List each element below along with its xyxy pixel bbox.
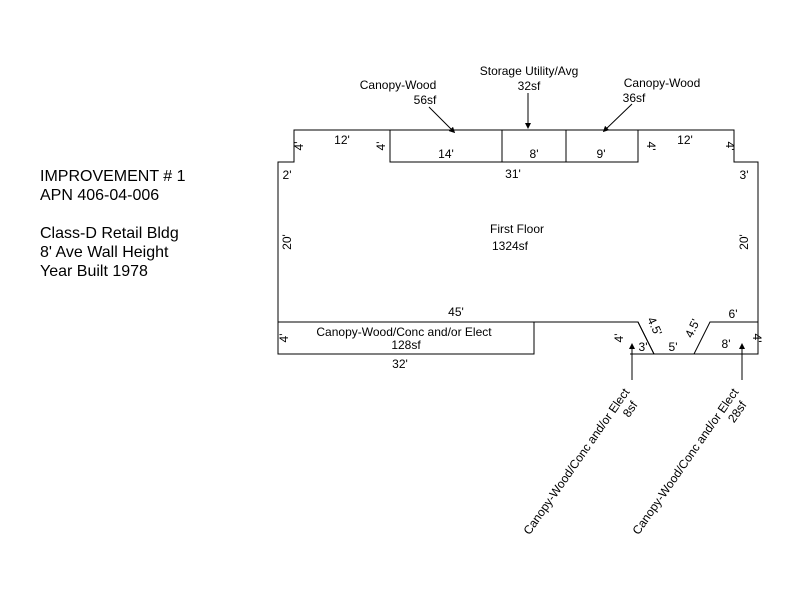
dim-span-31: 31' [505,167,521,181]
improvement-info: IMPROVEMENT # 1 APN 406-04-006 Class-D R… [40,167,186,281]
dim-top-right-4: 4' [723,142,737,151]
dim-bottom-45: 45' [448,305,464,319]
dim-segment-8: 8' [530,147,539,161]
dim-left-20: 20' [280,234,294,250]
canopy-small-2-label: Canopy-Wood/Conc and/or Elect 28sf [629,385,749,537]
canopy-left-size: 56sf [414,93,437,107]
dim-inner-left-4: 4' [374,142,388,151]
canopy-right-size: 36sf [623,91,646,105]
canopy-small-2-outline [694,321,759,355]
storage-utility-outline [501,129,567,163]
dim-segment-9: 9' [597,147,606,161]
canopy-bottom-outline [277,321,535,355]
dim-segment-14: 14' [438,147,454,161]
canopy-bottom-name: Canopy-Wood/Conc and/or Elect [316,325,492,339]
canopy-bottom-size: 128sf [391,338,421,352]
canopy-left-name: Canopy-Wood [360,78,437,92]
dim-top-left-4: 4' [292,142,306,151]
first-floor-name: First Floor [490,222,544,236]
first-floor-size: 1324sf [492,239,529,253]
dim-inner-right-4: 4' [644,142,658,151]
improvement-heading: IMPROVEMENT # 1 [40,168,186,185]
storage-size: 32sf [518,79,541,93]
building-class-label: Class-D Retail Bldg [40,225,179,242]
dim-right-20: 20' [737,234,751,250]
canopy-small-1-label: Canopy-Wood/Conc and/or Elect 8sf [520,385,640,537]
dim-top-left-12: 12' [334,133,350,147]
dim-notch-4-5-left: 4.5' [644,315,665,338]
dim-notch-right-4: 4' [750,334,764,343]
canopy-right-name: Canopy-Wood [624,76,701,90]
dim-notch-6: 6' [729,307,738,321]
dim-canopy-bottom-32: 32' [392,357,408,371]
canopy-wood-right-outline [566,129,639,163]
canopy-small-1-name: Canopy-Wood/Conc and/or Elect [520,385,632,537]
dim-canopy-left-4: 4' [277,334,291,343]
wall-height-label: 8' Ave Wall Height [40,244,169,261]
dim-right-3: 3' [740,168,749,182]
canopy-left-leader-arrow [428,106,456,134]
dim-left-2: 2' [283,168,292,182]
storage-name: Storage Utility/Avg [480,64,579,78]
dim-notch-8: 8' [722,337,731,351]
year-built-label: Year Built 1978 [40,263,148,280]
canopy-small-2-name: Canopy-Wood/Conc and/or Elect [629,385,741,537]
dim-top-right-12: 12' [677,133,693,147]
apn-label: APN 406-04-006 [40,187,160,204]
dim-notch-5: 5' [669,340,678,354]
canopy-small-1-outline [630,321,655,355]
dim-notch-4: 4' [612,334,626,343]
dim-notch-4-5-right: 4.5' [682,317,703,340]
dim-notch-3: 3' [639,340,648,354]
canopy-right-leader-arrow [602,103,633,133]
